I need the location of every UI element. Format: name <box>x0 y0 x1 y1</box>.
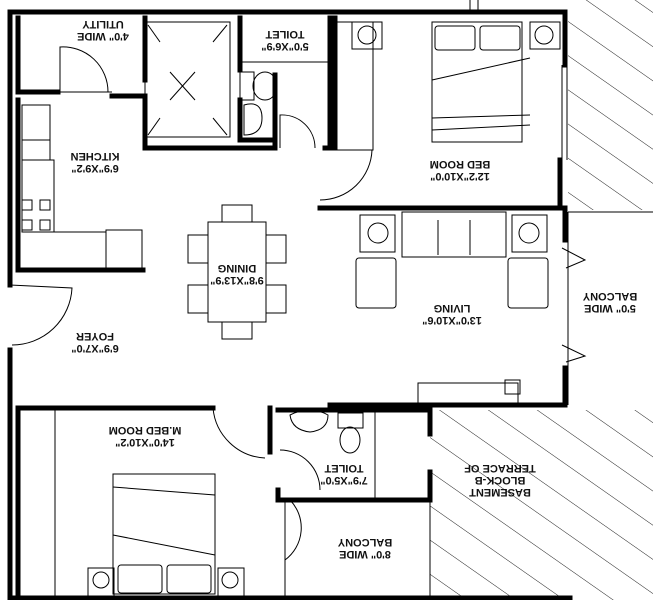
toilet-bottom-size: 7'9"X5'0" <box>320 474 368 486</box>
balcony-bottom-label: 8'0" WIDE BALCONY <box>330 536 400 560</box>
toilet-top-size: 5'0"X6'9" <box>261 40 309 52</box>
dining-label: 9'8"X13'9" DINING <box>200 262 274 286</box>
foyer-name: FOYER <box>76 330 114 342</box>
kitchen-size: 6'9"X9'2" <box>71 162 119 174</box>
foyer-label: 6'9"X7'0" FOYER <box>60 330 130 354</box>
terrace-line2: BLOCK-B <box>474 474 526 486</box>
kitchen-name: KITCHEN <box>70 150 120 162</box>
terrace-hatch-top-right <box>568 0 653 210</box>
kitchen-label: 6'9"X9'2" KITCHEN <box>60 150 130 174</box>
terrace-label: BASEMENT BLOCK-B TERRACE OF <box>460 462 540 498</box>
utility-size: 4'0" WIDE <box>77 30 129 42</box>
dining-name: DINING <box>217 262 257 274</box>
terrace-line1: TERRACE OF <box>464 462 536 474</box>
master-bedroom-label: 14'0"X10'2" M.BED ROOM <box>105 424 185 448</box>
bedroom-size: 12'2"X10'0" <box>430 170 490 182</box>
terrace-line3: BASEMENT <box>469 486 531 498</box>
master-bedroom-name: M.BED ROOM <box>108 424 182 436</box>
living-label: 13'0"X10'6" LIVING <box>412 302 492 326</box>
toilet-bottom-label: 7'9"X5'0" TOILET <box>314 462 374 486</box>
utility-label: 4'0" WIDE UTILITY <box>66 18 140 42</box>
terrace-hatch-bottom <box>430 410 653 600</box>
balcony-right-label: 5'0" WIDE BALCONY <box>577 290 643 314</box>
balcony-bottom-name: BALCONY <box>337 536 393 548</box>
master-bedroom-size: 14'0"X10'2" <box>115 436 175 448</box>
living-name: LIVING <box>433 302 471 314</box>
balcony-right-name: BALCONY <box>582 290 638 302</box>
bedroom-name: BED ROOM <box>429 158 491 170</box>
utility-name: UTILITY <box>82 18 124 30</box>
foyer-size: 6'9"X7'0" <box>71 342 119 354</box>
toilet-top-name: TOILET <box>265 28 305 40</box>
balcony-bottom-size: 8'0" WIDE <box>339 548 391 560</box>
living-size: 13'0"X10'6" <box>422 314 482 326</box>
toilet-top-label: 5'0"X6'9" TOILET <box>240 28 330 52</box>
toilet-bottom-name: TOILET <box>324 462 364 474</box>
balcony-right-size: 5'0" WIDE <box>584 302 636 314</box>
bedroom-label: 12'2"X10'0" BED ROOM <box>400 158 520 182</box>
dining-size: 9'8"X13'9" <box>210 274 264 286</box>
